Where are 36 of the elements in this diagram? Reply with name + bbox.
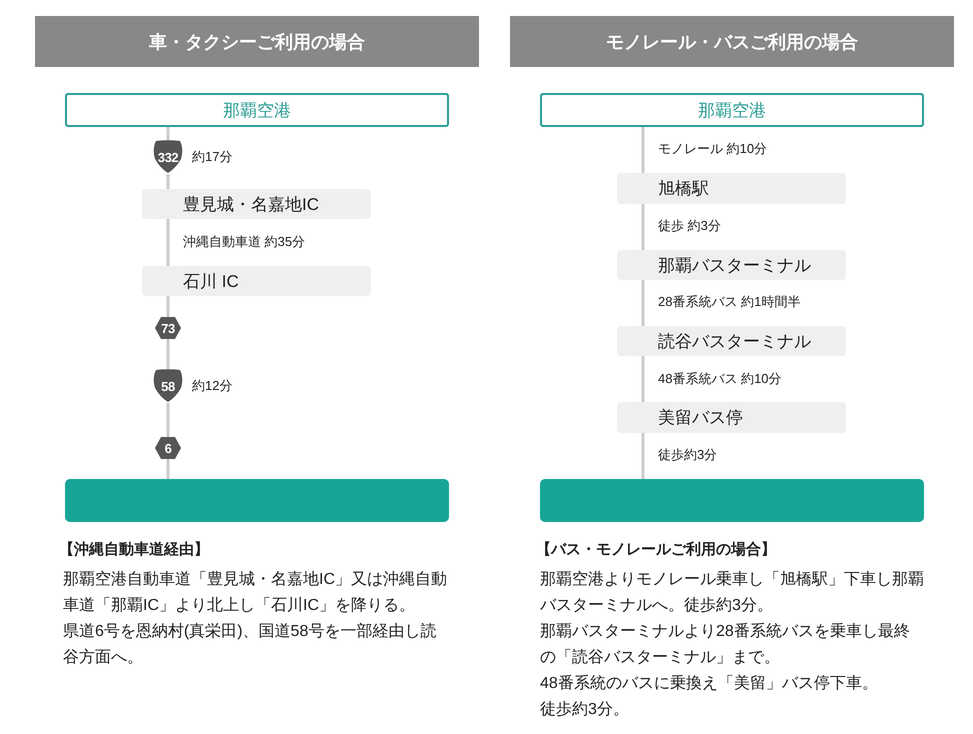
route-line bbox=[642, 280, 644, 326]
route-sign: 332 bbox=[152, 140, 184, 174]
note-text: 48番系統のバスに乗換え「美留」バス停下車。 bbox=[540, 674, 879, 694]
destination-box bbox=[540, 479, 924, 522]
route-line bbox=[642, 433, 644, 479]
route-line bbox=[642, 204, 644, 250]
note-heading: 【バス・モノレールご利用の場合】 bbox=[536, 540, 777, 560]
route-sign: 6 bbox=[155, 437, 181, 459]
note-heading: 【沖縄自動車道経由】 bbox=[59, 540, 210, 560]
route-line bbox=[642, 127, 644, 173]
stop-box: 那覇バスターミナル bbox=[617, 250, 846, 280]
note-text: 那覇バスターミナルより28番系統バスを乗車し最終の「読谷バスターミナル」まで。 bbox=[540, 622, 911, 668]
stop-box: 石川 IC bbox=[142, 266, 371, 296]
stop-box: 旭橋駅 bbox=[617, 173, 846, 204]
origin-box: 那覇空港 bbox=[540, 93, 924, 127]
route-line bbox=[642, 356, 644, 402]
stop-box: 美留バス停 bbox=[617, 402, 846, 433]
origin-box: 那覇空港 bbox=[65, 93, 449, 127]
note-text: 徒歩約3分。 bbox=[540, 700, 630, 720]
route-sign: 73 bbox=[155, 317, 181, 339]
route-line bbox=[166, 127, 170, 140]
stop-box: 読谷バスターミナル bbox=[617, 326, 846, 356]
destination-box bbox=[65, 479, 449, 522]
stop-box: 豊見城・名嘉地IC bbox=[142, 189, 371, 219]
route-line bbox=[166, 459, 170, 479]
route-line bbox=[166, 403, 170, 437]
section-header: 車・タクシーご利用の場合 bbox=[35, 16, 479, 67]
note-text: 那覇空港自動車道「豊見城・名嘉地IC」又は沖縄自動車道「那覇IC」より北上し「石川IC」を降りる。 bbox=[63, 570, 448, 616]
route-line bbox=[166, 339, 170, 369]
section-header: モノレール・バスご利用の場合 bbox=[510, 16, 954, 67]
route-sign: 58 bbox=[152, 369, 184, 403]
route-line bbox=[166, 296, 170, 317]
route-line bbox=[166, 174, 170, 189]
note-text: 県道6号を恩納村(真栄田)、国道58号を一部経由し読谷方面へ。 bbox=[63, 622, 438, 668]
note-text: 那覇空港よりモノレール乗車し「旭橋駅」下車し那覇バスターミナルへ。徒歩約3分。 bbox=[540, 570, 925, 616]
route-line bbox=[166, 219, 170, 266]
